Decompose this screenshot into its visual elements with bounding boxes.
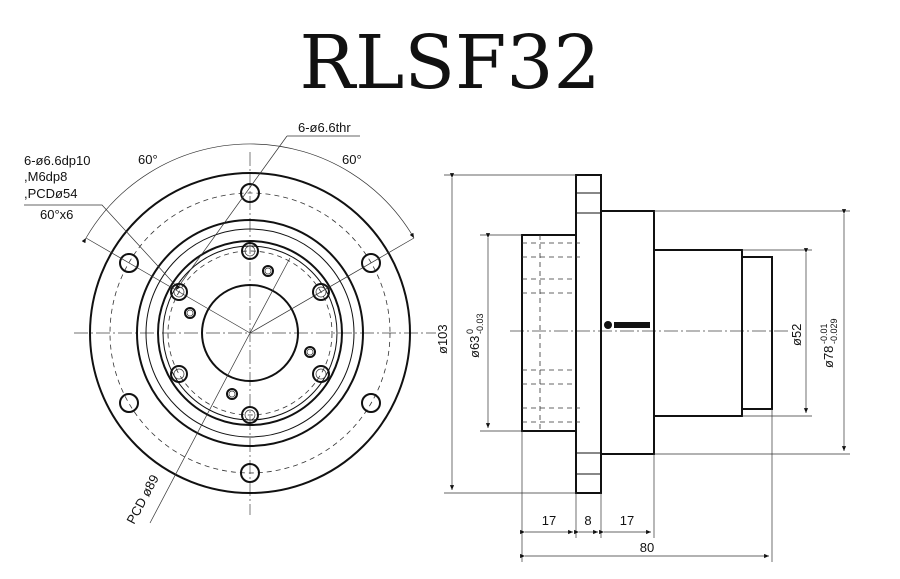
threaded-holes (184, 265, 316, 400)
dim-shaft-od: ø52 (789, 324, 804, 346)
dim-length-a: 17 (542, 513, 556, 528)
dim-length-b: 8 (584, 513, 591, 528)
thread-hole-label: 6-ø6.6thr (298, 120, 351, 135)
side-mid-body (653, 249, 743, 417)
flange-outline (89, 172, 411, 494)
dim-flange-od: ø103 (435, 324, 450, 354)
side-end-cap (741, 256, 773, 410)
pcd-54-circle (167, 250, 333, 416)
hole-spec-line-2: ,M6dp8 (24, 169, 67, 184)
hole-spec-line-1: 6-ø6.6dp10 (24, 153, 91, 168)
pcd-89-circle (109, 192, 391, 474)
inner-bolt-holes (170, 242, 330, 424)
front-view: 6-ø6.6thr 6-ø6.6dp10 ,M6dp8 ,PCDø54 60°x… (24, 120, 436, 526)
side-view: ø103 ø63 0 -0.03 ø52 ø78 -0.01 -0.029 (435, 173, 850, 562)
hole-spec-line-3: ,PCDø54 (24, 186, 77, 201)
brand-logo-icon (604, 321, 650, 329)
hole-spec-line-4: 60°x6 (40, 207, 73, 222)
side-left-body (521, 234, 577, 432)
outer-bolt-holes (119, 183, 381, 483)
angle-label-right: 60° (342, 152, 362, 167)
svg-text:0: 0 (465, 329, 475, 334)
svg-text:-0.01: -0.01 (819, 323, 829, 344)
svg-text:-0.03: -0.03 (475, 313, 485, 334)
dim-housing-od: ø78 -0.01 -0.029 (819, 318, 839, 368)
pcd-label: PCD ø89 (123, 472, 161, 526)
dim-length-c: 17 (620, 513, 634, 528)
dim-body-od: ø63 0 -0.03 (465, 313, 485, 358)
body-outline (136, 219, 364, 447)
svg-text:ø63: ø63 (467, 336, 482, 358)
side-housing (600, 210, 655, 455)
angle-label-left: 60° (138, 152, 158, 167)
drawing-title: RLSF32 (299, 20, 600, 106)
svg-text:ø78: ø78 (821, 346, 836, 368)
side-flange (575, 174, 602, 494)
svg-text:-0.029: -0.029 (829, 318, 839, 344)
center-bore (201, 284, 299, 382)
dim-total-length: 80 (640, 540, 654, 555)
